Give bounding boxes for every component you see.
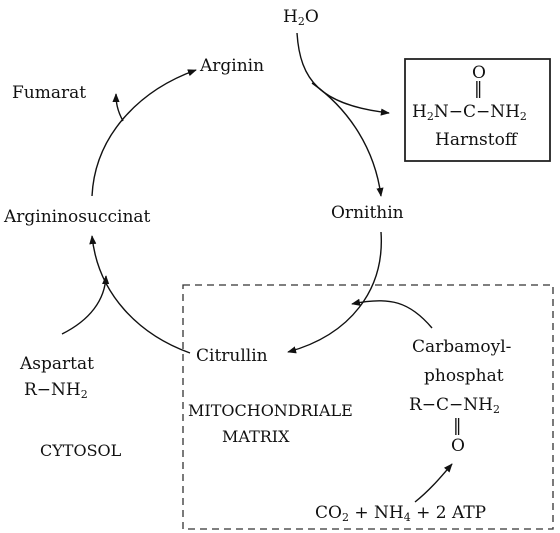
- label-ornithin: Ornithin: [331, 203, 404, 223]
- harnstoff-name: Harnstoff: [435, 130, 517, 150]
- arrow-aspartat-in: [61, 275, 110, 335]
- arrow-water-to-harnstoff: [296, 32, 390, 116]
- arrow-to-fumarat: [112, 93, 124, 122]
- label-argininosuccinat: Argininosuccinat: [4, 207, 151, 227]
- carbamoyl-formula: R−C−NH2: [409, 395, 500, 416]
- arrow-carbamoylphosphat-in: [351, 298, 433, 329]
- mitochondrial-matrix-box: [182, 284, 554, 530]
- harnstoff-formula: H2N−C−NH2: [412, 102, 527, 123]
- label-citrullin: Citrullin: [196, 346, 268, 366]
- label-inputs: CO2 + NH4 + 2 ATP: [315, 503, 487, 524]
- carbamoyl-oxygen: O: [451, 436, 465, 456]
- label-carbamoyl-line1: Carbamoyl-: [412, 337, 512, 357]
- arc-citrullin-to-argininosuccinat: [89, 235, 191, 354]
- harnstoff-box: [404, 58, 551, 162]
- arc-arginin-to-ornithin: [311, 82, 384, 197]
- arc-ornithin-to-citrullin: [287, 231, 382, 354]
- label-fumarat: Fumarat: [12, 83, 87, 103]
- harnstoff-oxygen: O: [472, 63, 486, 83]
- aspartat-formula: R−NH2: [24, 380, 88, 401]
- label-mito-line2: MATRIX: [222, 427, 290, 446]
- label-aspartat: Aspartat: [20, 354, 94, 374]
- label-carbamoyl-line2: phosphat: [424, 366, 504, 386]
- label-mito-line1: MITOCHONDRIALE: [188, 401, 353, 420]
- carbamoyl-double-bond: ‖: [453, 416, 462, 436]
- label-cytosol: CYTOSOL: [40, 441, 122, 460]
- arrow-co2-to-carbamoylphosphat: [414, 463, 453, 503]
- label-arginin: Arginin: [200, 56, 265, 76]
- harnstoff-double-bond: ‖: [474, 79, 483, 99]
- label-water: H2O: [283, 7, 319, 28]
- arc-argininosuccinat-to-arginin: [91, 69, 197, 197]
